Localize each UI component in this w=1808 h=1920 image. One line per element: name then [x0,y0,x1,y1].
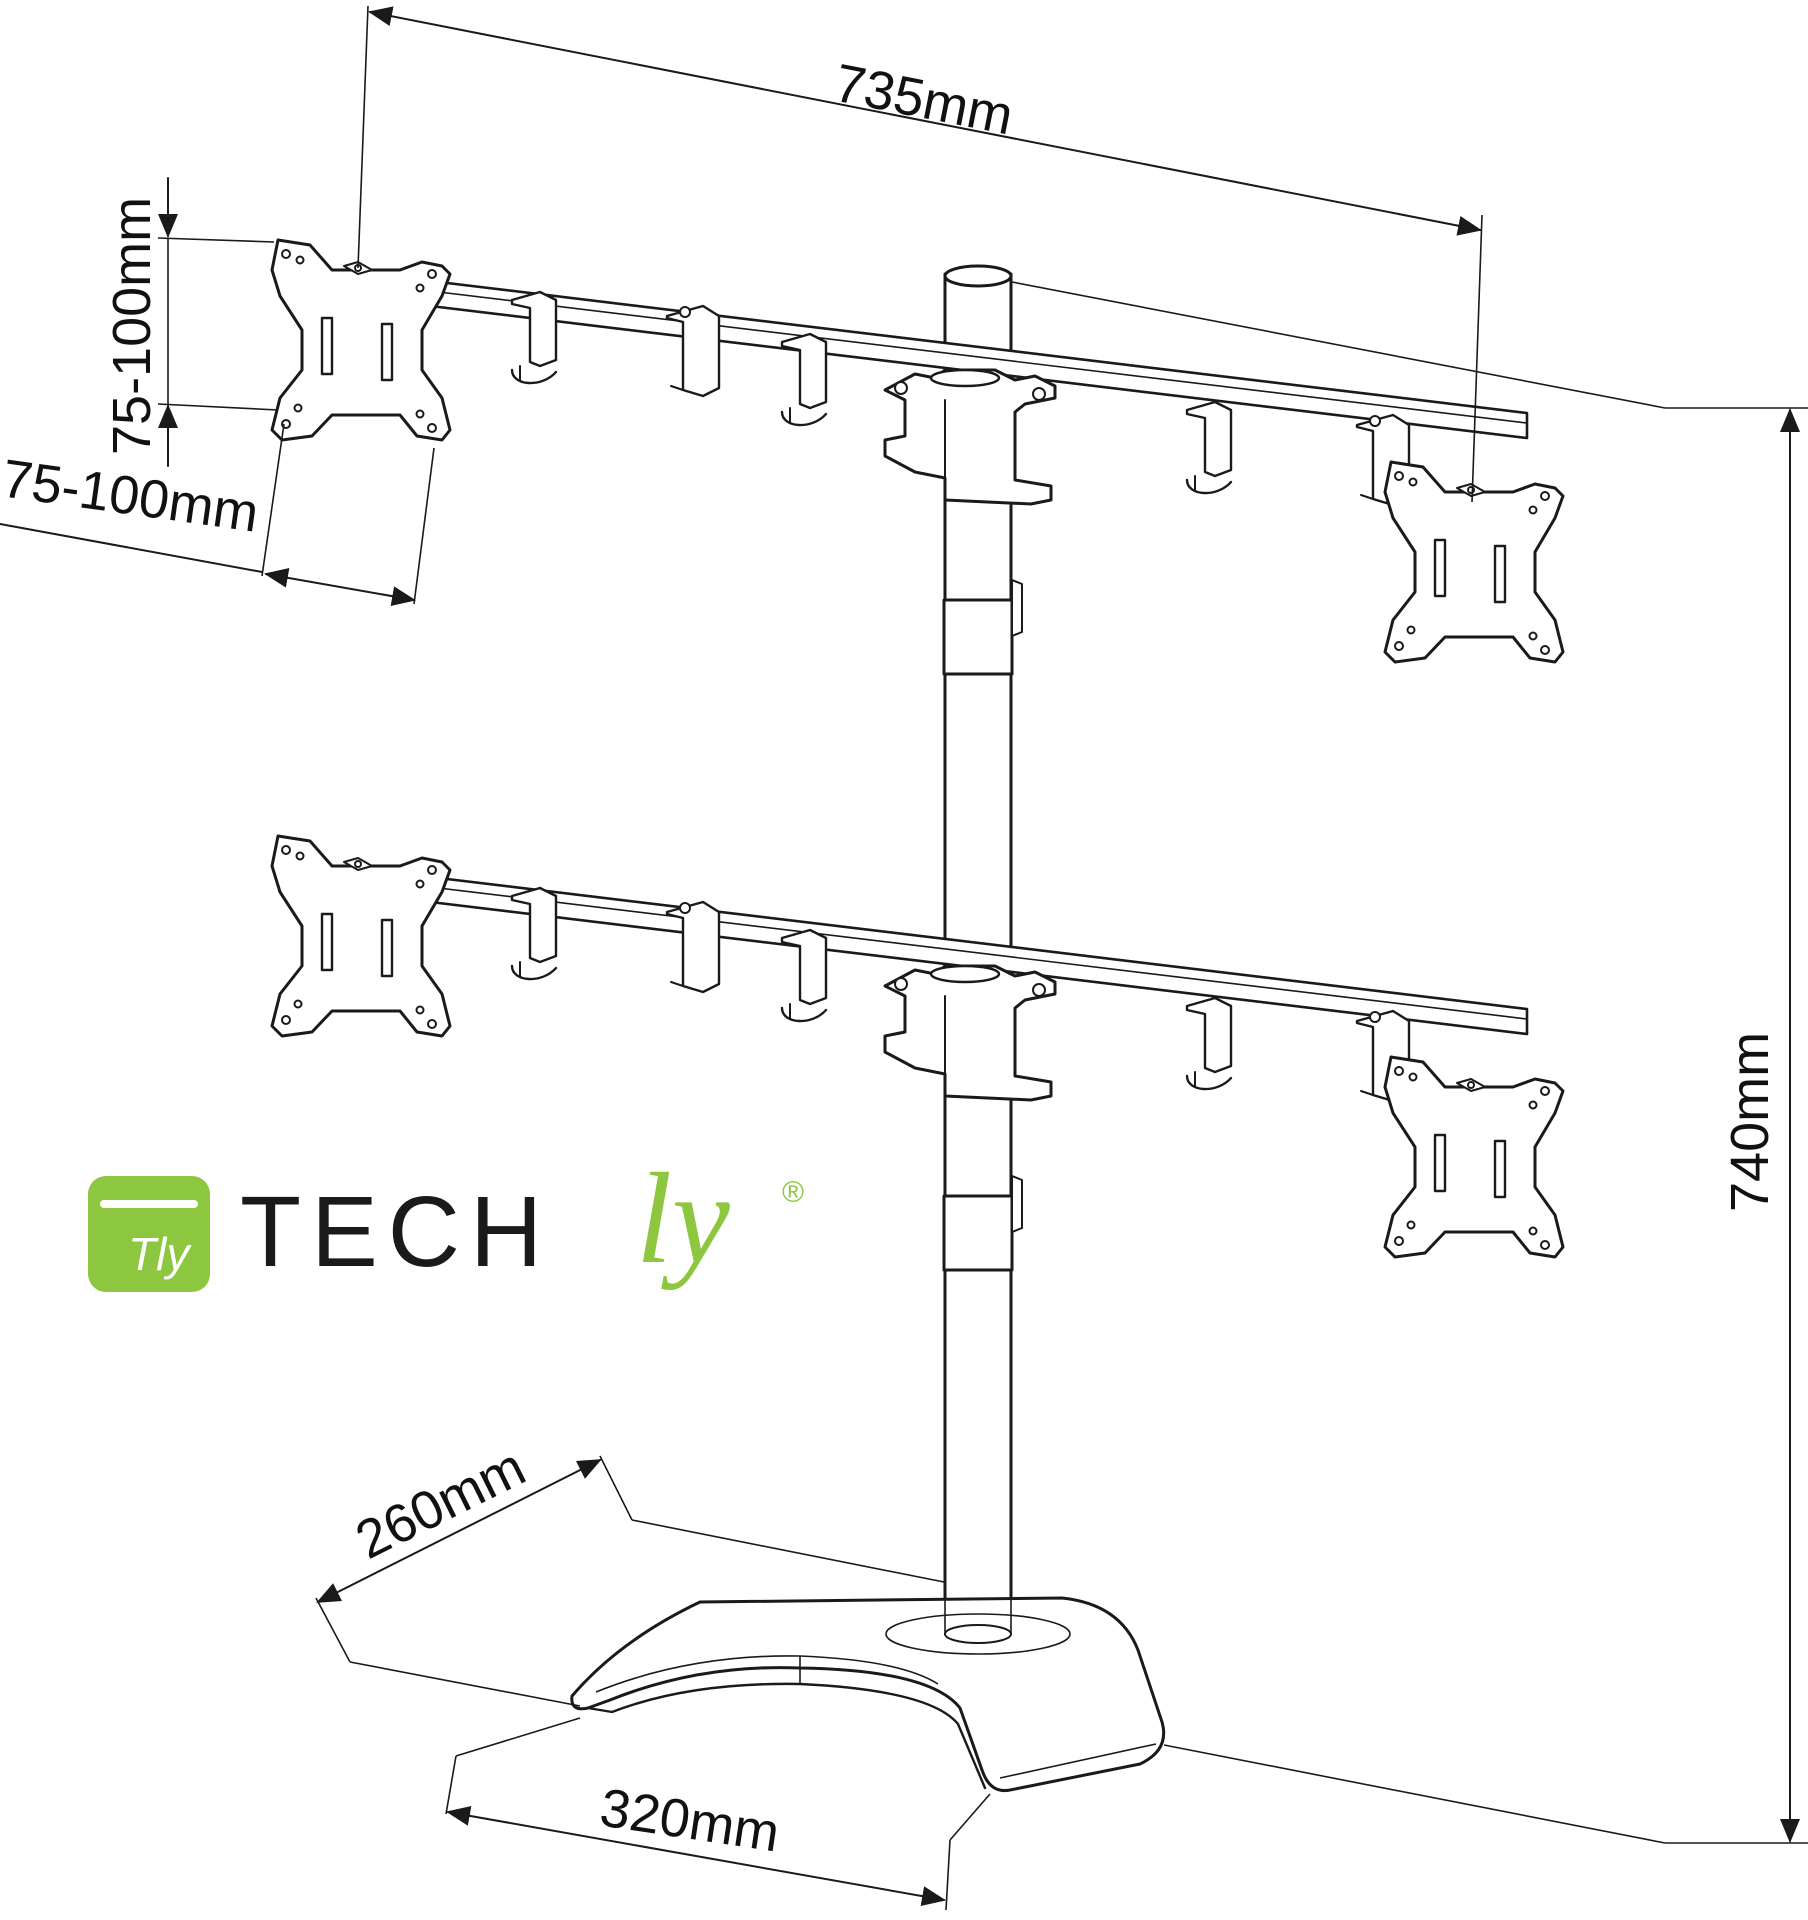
dimension-vesa-vertical: 75-100mm [102,177,279,467]
vesa-vertical-label: 75-100mm [102,197,162,455]
upper-right-vesa-plate [1383,460,1565,664]
dimension-vesa-horizontal: 75-100mm [0,423,435,607]
total-width-label: 735mm [830,53,1018,147]
lower-right-vesa-plate [1383,1055,1565,1259]
techly-wordmark-suffix: ly [636,1147,730,1291]
lower-left-vesa-plate [270,834,452,1038]
techly-wordmark-prefix: TECH [240,1176,552,1288]
dimension-base-width: 320mm [445,1717,991,1911]
dimension-height: 740mm [1011,281,1808,1844]
registered-mark: ® [782,1176,804,1209]
upper-left-vesa-plate [270,238,452,442]
techly-logo: Tly TECH ly ® [88,1147,804,1292]
height-label: 740mm [1720,1032,1780,1212]
upper-arm-assembly [270,238,1565,664]
vesa-horizontal-label: 75-100mm [0,448,262,543]
base-depth-label: 260mm [347,1437,535,1571]
stand-base [570,1596,1166,1793]
techly-icon-text: Tly [128,1228,192,1280]
base-width-label: 320mm [596,1778,783,1864]
